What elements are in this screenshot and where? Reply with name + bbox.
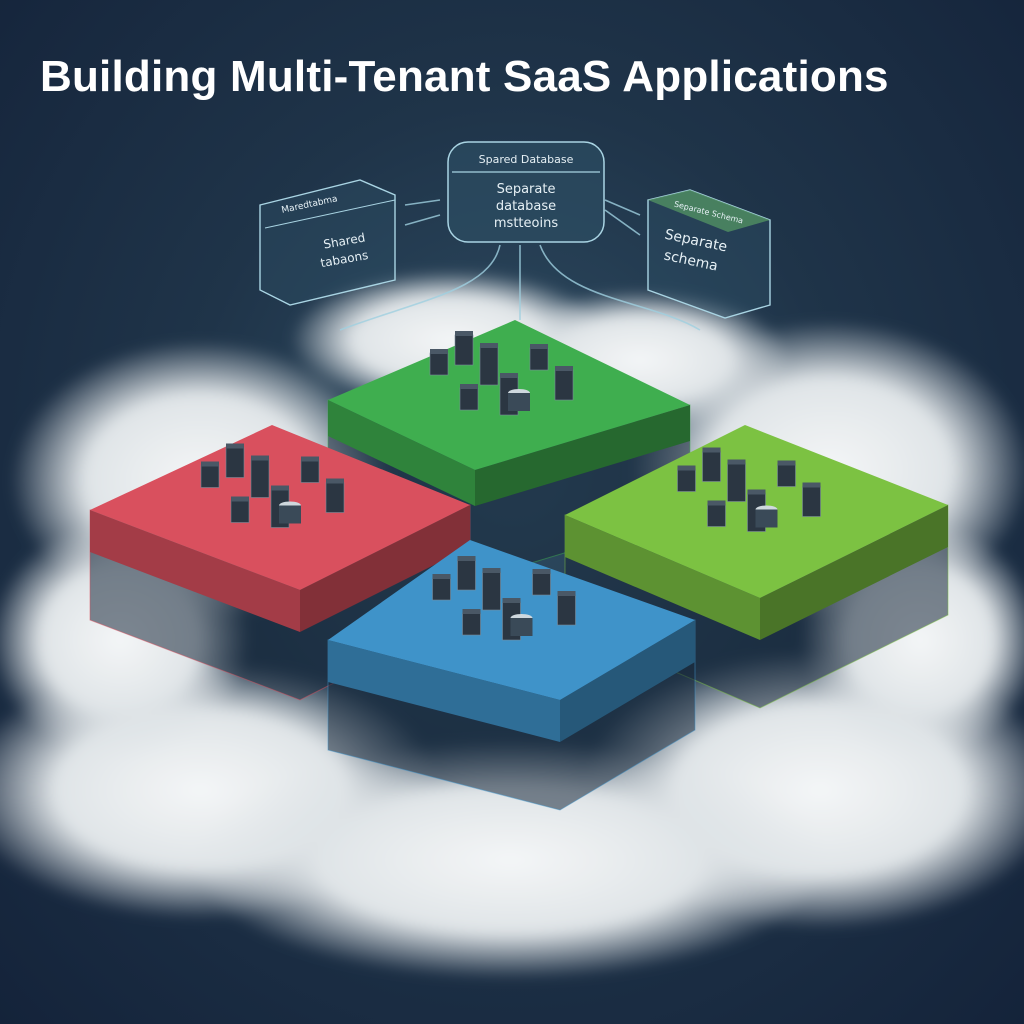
platform-right-face — [475, 405, 690, 506]
connection-lines — [339, 199, 701, 331]
server-rack-icon — [777, 464, 796, 487]
server-rack-icon — [429, 352, 449, 376]
server-rack-icon — [677, 469, 696, 492]
node-header: Spared Database — [479, 153, 574, 166]
server-rack-top — [301, 456, 319, 462]
server-rack-icon — [462, 612, 481, 636]
server-rack-top — [727, 459, 746, 465]
platform-right-face — [760, 505, 948, 640]
server-rack-icon — [457, 559, 476, 591]
server-rack-top — [555, 366, 573, 371]
node-spared-database: Spared Database Separate database mstteo… — [447, 141, 605, 243]
server-rack-icon — [479, 346, 499, 386]
server-rack-icon — [200, 465, 220, 488]
server-rack-icon — [802, 486, 821, 517]
server-rack-icon — [482, 571, 501, 611]
tenant-platform-blue — [327, 540, 696, 811]
server-rack-top — [226, 443, 244, 449]
node-shared-database: Maredtabma Shared tabaons — [259, 179, 396, 306]
server-rack-top — [251, 455, 269, 461]
node-separate-schema: Separate Schema Separate schema — [647, 189, 771, 319]
server-rack-icon — [432, 577, 451, 601]
server-rack-top — [480, 343, 498, 348]
server-rack-icon — [300, 460, 320, 483]
page-title: Building Multi-Tenant SaaS Applications — [40, 52, 889, 101]
platform-left-face — [328, 400, 475, 506]
server-rack-icon — [230, 500, 250, 523]
server-rack-icon — [325, 482, 345, 513]
node-body-line: database — [496, 199, 556, 214]
server-rack-top — [677, 465, 696, 471]
cloud-background — [0, 270, 1024, 980]
server-rack-top — [482, 568, 501, 573]
server-rack-top — [271, 485, 289, 491]
server-rack-icon — [459, 387, 479, 411]
server-rack-top — [201, 461, 219, 467]
server-rack-icon — [557, 594, 576, 626]
server-rack-icon — [532, 572, 551, 596]
server-rack-top — [430, 349, 448, 354]
platform-left-face — [90, 510, 300, 632]
node-body-line: Separate — [497, 182, 556, 197]
server-rack-top — [747, 489, 766, 495]
server-rack-top — [460, 384, 478, 389]
server-rack-top — [802, 482, 821, 488]
platform-left-face — [565, 515, 760, 640]
server-rack-top — [432, 574, 451, 579]
server-rack-top — [455, 331, 473, 336]
server-rack-icon — [727, 463, 746, 502]
node-body-line: mstteoins — [494, 216, 558, 231]
server-rack-icon — [250, 459, 270, 498]
server-rack-top — [777, 460, 796, 466]
server-rack-top — [532, 569, 551, 574]
server-rack-top — [457, 556, 476, 561]
server-rack-top — [530, 344, 548, 349]
platform-left-face — [328, 640, 560, 742]
server-rack-top — [707, 500, 726, 506]
server-rack-icon — [225, 447, 245, 478]
server-rack-top — [500, 373, 518, 378]
server-rack-top — [702, 447, 721, 453]
server-rack-icon — [454, 334, 474, 366]
server-rack-top — [462, 609, 481, 614]
database-cylinder-body — [279, 505, 301, 524]
platform-right-face — [560, 620, 695, 742]
database-cylinder-body — [510, 618, 533, 636]
server-rack-top — [502, 598, 521, 603]
server-rack-icon — [707, 504, 726, 527]
server-rack-top — [326, 478, 344, 484]
database-cylinder-body — [755, 509, 778, 528]
server-rack-icon — [702, 451, 721, 482]
database-cylinder-body — [508, 393, 530, 411]
platform-right-face — [300, 505, 470, 632]
server-rack-top — [557, 591, 576, 596]
server-rack-icon — [529, 347, 549, 371]
server-rack-top — [231, 496, 249, 502]
server-rack-icon — [554, 369, 574, 401]
